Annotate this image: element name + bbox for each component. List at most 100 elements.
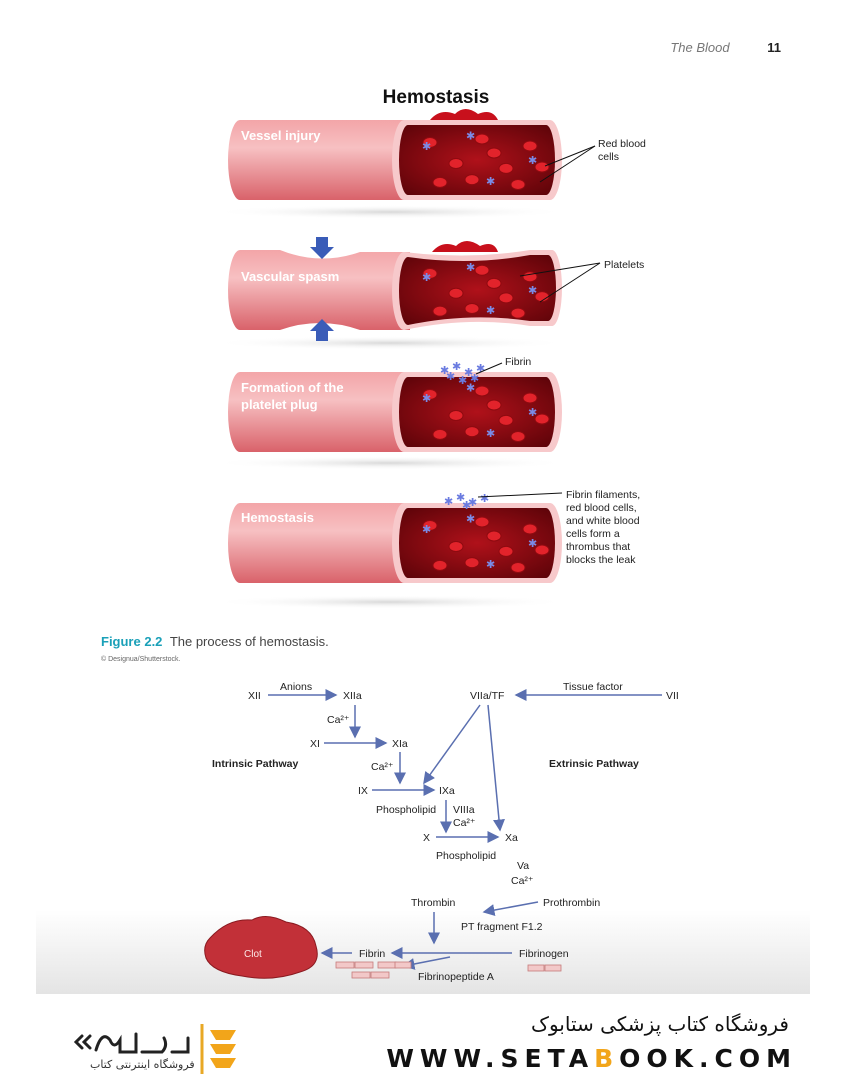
factor-ixa: IXa [439,785,455,797]
platelet-icon: ✱ [528,154,537,167]
red-blood-cell [448,410,464,421]
platelet-icon: ✱ [480,492,489,505]
label-ca-3: Ca²⁺ [453,817,476,829]
shop-url-highlight: B [594,1044,620,1073]
platelet-icon: ✱ [466,130,475,143]
hemostasis-illustration: Hemostasis Vessel injury Vascular spasm … [210,87,646,609]
label-tissue-factor: Tissue factor [563,681,623,693]
figure-credit: © Designua/Shutterstock. [101,656,181,663]
platelet-icon: ✱ [464,366,473,379]
red-blood-cell [422,137,438,148]
platelet-icon: ✱ [462,499,471,512]
platelet-icon: ✱ [528,406,537,419]
platelet-icon: ✱ [486,427,495,440]
label-ca-1: Ca²⁺ [327,714,350,726]
panel-label-hemostasis: Hemostasis [241,510,314,525]
platelet-icon: ✱ [528,284,537,297]
factor-xa: Xa [505,832,518,844]
platelet-icon: ✱ [470,372,479,385]
callout-thrombus-2: red blood cells, [566,502,637,514]
factor-va: Va [517,860,529,872]
platelet-icon: ✱ [486,175,495,188]
red-blood-cell [486,147,502,159]
platelet-icon: ✱ [466,513,475,526]
platelet-icon: ✱ [422,140,431,153]
label-phospholipid-2: Phospholipid [436,850,496,862]
red-blood-cell [448,158,464,169]
red-blood-cell [464,557,480,569]
panel-label-vascular-spasm: Vascular spasm [241,269,339,284]
shop-name: فروشگاه کتاب پزشکی ستابوک [531,1012,789,1036]
label-fibrin: Fibrin [359,948,385,960]
factor-xi: XI [310,738,320,750]
panel-vessel-injury: Vessel injury [210,109,570,219]
callout-thrombus-4: cells form a [566,528,620,540]
arrow-down-icon [310,237,334,259]
red-blood-cell [422,268,438,279]
panel-label-vessel-injury: Vessel injury [241,128,321,143]
label-extrinsic-pathway: Extrinsic Pathway [549,758,639,770]
label-fibrinogen: Fibrinogen [519,948,569,960]
callout-thrombus-3: and white blood [566,515,640,527]
red-blood-cell [432,176,448,188]
platelet-icon: ✱ [486,304,495,317]
factor-xiia: XIIa [343,690,362,702]
callout-rbc-1: Red blood [598,138,646,150]
red-blood-cell [486,399,502,411]
platelet-icon: ✱ [528,537,537,550]
red-blood-cell [486,530,502,542]
red-blood-cell [498,545,514,557]
red-blood-cell [464,302,480,314]
panel-label-platelet-plug-line2: platelet plug [241,397,318,412]
fibrinogen-icon [527,964,562,972]
label-ca-4: Ca²⁺ [511,875,534,887]
label-clot: Clot [244,949,262,960]
callout-thrombus-5: thrombus that [566,541,630,553]
red-blood-cell [534,161,550,173]
red-blood-cell [510,307,526,319]
platelet-icon: ✱ [476,362,485,375]
label-intrinsic-pathway: Intrinsic Pathway [212,758,299,770]
label-anions: Anions [280,681,312,693]
label-prothrombin: Prothrombin [543,897,600,909]
platelet-icon: ✱ [466,261,475,274]
label-fibrinopeptide-a: Fibrinopeptide A [418,971,494,983]
factor-x: X [423,832,430,844]
illustration-title: Hemostasis [383,87,490,108]
callout-fibrin: Fibrin [505,356,531,368]
label-ca-2: Ca²⁺ [371,761,394,773]
red-blood-cell [474,264,490,276]
setabook-logo [73,1024,236,1074]
red-blood-cell [474,516,490,528]
fibrin-mesh-icon [335,961,412,979]
panel-vascular-spasm: Vascular spasm [210,237,570,350]
platelet-icon: ✱ [468,496,477,509]
red-blood-cell [422,520,438,531]
platelet-icon: ✱ [466,382,475,395]
label-phospholipid-1: Phospholipid [376,804,436,816]
red-blood-cell [522,392,538,404]
red-blood-cell [510,431,526,442]
red-blood-cell [522,140,538,152]
platelet-icon: ✱ [422,271,431,284]
red-blood-cell [498,162,514,174]
platelet-icon: ✱ [486,558,495,571]
platelet-icon: ✱ [422,392,431,405]
label-thrombin: Thrombin [411,897,456,909]
red-blood-cell [486,277,502,289]
figure-caption: Figure 2.2 The process of hemostasis. [101,634,329,649]
factor-ix: IX [358,785,368,797]
red-blood-cell [448,287,464,299]
red-blood-cell [498,414,514,426]
panel-platelet-plug: Formation of the platelet plug [210,372,570,470]
shop-url[interactable]: WWW.SETABOOK.COM [386,1044,797,1073]
red-blood-cell [464,426,480,438]
red-blood-cell [422,389,438,400]
platelet-icon: ✱ [456,491,465,504]
figure-caption-text: The process of hemostasis. [169,634,329,649]
factor-viia-tf: VIIa/TF [470,690,504,702]
label-pt-fragment: PT fragment F1.2 [461,921,543,933]
red-blood-cell [534,413,550,425]
callout-platelets: Platelets [604,259,644,271]
platelet-icon: ✱ [458,374,467,387]
